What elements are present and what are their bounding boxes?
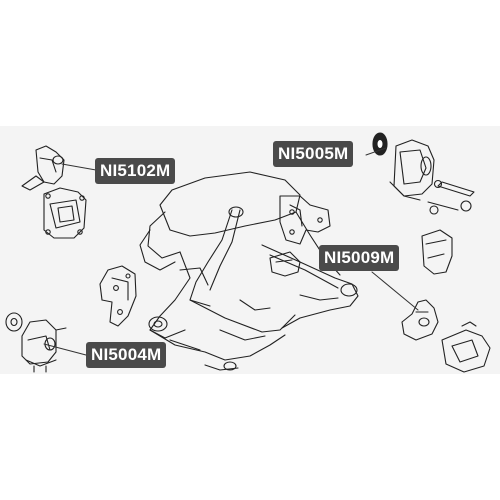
part-label-ni5102m: NI5102M [95,158,176,184]
bracket-drawing [279,195,331,245]
part-label-ni5009m: NI5009M [319,245,400,271]
subframe-drawing [139,171,359,371]
part-label-ni5005m: NI5005M [273,141,354,167]
ni5009m-part-drawing [401,229,491,373]
left-bracket-drawing [99,265,137,327]
ni5102m-part-drawing [21,145,87,239]
leader-lines [43,147,419,356]
part-label-ni5004m: NI5004M [86,342,167,368]
ni5005m-part-drawing [372,132,475,215]
ni5004m-part-drawing [5,312,67,373]
